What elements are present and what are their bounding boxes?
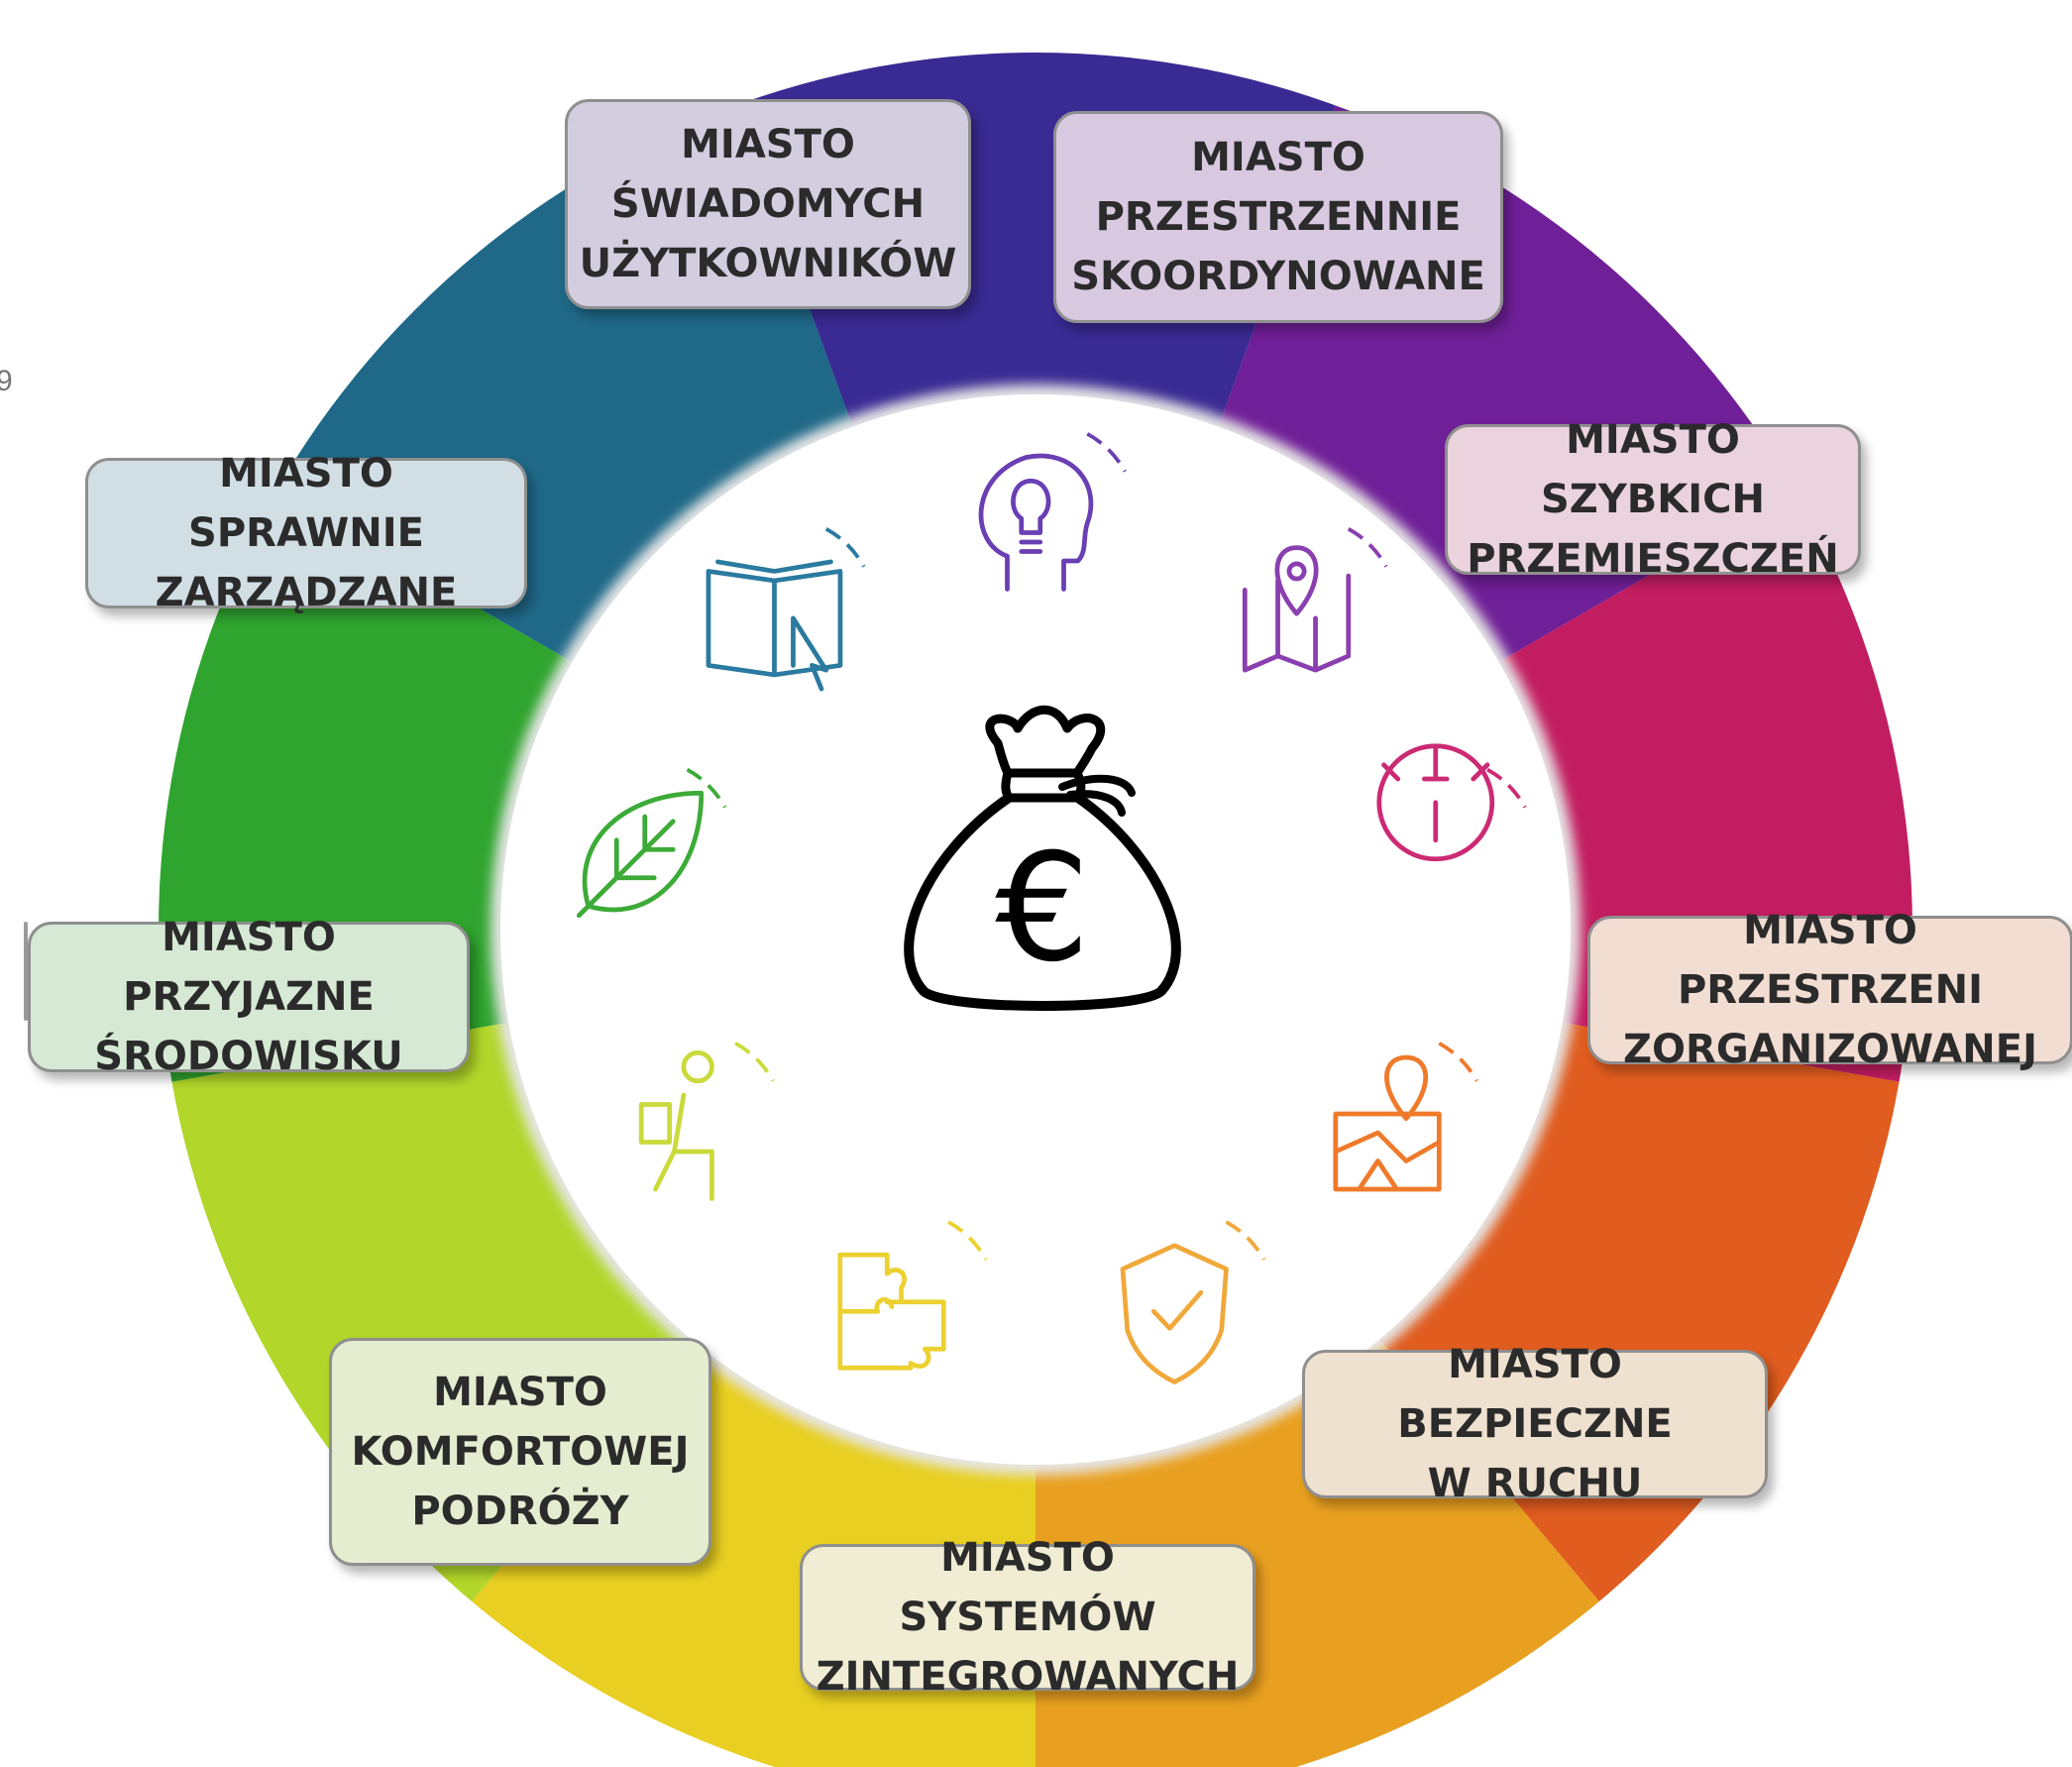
shield-check-icon xyxy=(1120,1220,1266,1384)
map-location-icon xyxy=(1333,1042,1478,1192)
inner-disc xyxy=(500,394,1571,1465)
label-text: MIASTO SPRAWNIE ZARZĄDZANE xyxy=(155,451,458,615)
map-pin-cycle-icon xyxy=(1242,527,1388,673)
leaf-icon xyxy=(576,767,727,919)
label-miasto-szybkich-przemieszczen: MIASTO SZYBKICH PRZEMIESZCZEŃ xyxy=(1445,417,1861,582)
label-text: MIASTO PRZYJAZNE ŚRODOWISKU xyxy=(94,915,403,1079)
label-miasto-komfortowej-podrozy: MIASTO KOMFORTOWEJ PODRÓŻY xyxy=(329,1338,711,1566)
label-text: MIASTO KOMFORTOWEJ PODRÓŻY xyxy=(351,1370,690,1534)
seated-passenger-icon xyxy=(638,1042,775,1201)
book-cursor-icon xyxy=(706,527,866,692)
label-miasto-bezpieczne-w-ruchu: MIASTO BEZPIECZNE W RUCHU xyxy=(1302,1342,1768,1506)
stray-number: 9 xyxy=(0,365,13,397)
label-text: MIASTO SZYBKICH PRZEMIESZCZEŃ xyxy=(1467,417,1839,582)
label-miasto-przestrzennie-skoordynowane: MIASTO PRZESTRZENNIE SKOORDYNOWANE xyxy=(1053,111,1503,323)
label-miasto-przestrzeni-zorganizowanej: MIASTO PRZESTRZENI ZORGANIZOWANEJ xyxy=(1587,908,2072,1072)
label-text: MIASTO SYSTEMÓW ZINTEGROWANYCH xyxy=(816,1535,1240,1700)
label-text: MIASTO ŚWIADOMYCH UŻYTKOWNIKÓW xyxy=(579,122,957,286)
label-miasto-swiadomych-uzytkownikow: MIASTO ŚWIADOMYCH UŻYTKOWNIKÓW xyxy=(565,99,971,309)
icons-layer xyxy=(576,432,1527,1384)
puzzle-icon xyxy=(837,1220,988,1371)
label-miasto-sprawnie-zarzadzane: MIASTO SPRAWNIE ZARZĄDZANE xyxy=(85,451,527,615)
euro-symbol: € xyxy=(995,823,1089,995)
label-text: MIASTO PRZESTRZENNIE SKOORDYNOWANE xyxy=(1071,135,1485,299)
stray-line xyxy=(24,922,28,1021)
money-bag-euro-icon: € xyxy=(904,705,1181,1011)
head-lightbulb-icon xyxy=(978,432,1127,592)
stopwatch-icon xyxy=(1376,743,1527,862)
label-miasto-systemow-zintegrowanych: MIASTO SYSTEMÓW ZINTEGROWANYCH xyxy=(800,1535,1255,1700)
label-text: MIASTO PRZESTRZENI ZORGANIZOWANEJ xyxy=(1623,908,2037,1072)
label-text: MIASTO BEZPIECZNE W RUCHU xyxy=(1397,1342,1673,1506)
label-miasto-przyjazne-srodowisku: MIASTO PRZYJAZNE ŚRODOWISKU xyxy=(28,915,470,1079)
